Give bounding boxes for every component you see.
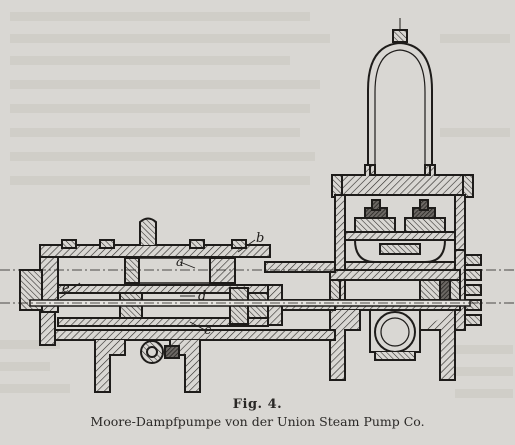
air-chamber [367,18,433,176]
label-a: a [176,255,184,270]
base-feet [94,340,201,393]
piston-rod [0,269,515,307]
figure-number: Fig. 4. [232,397,283,412]
figure-caption: Fig. 4. Moore-Dampfpumpe von der Union S… [0,396,515,430]
pump-drawing: a b c d e [0,18,515,393]
figure-title: Moore-Dampfpumpe von der Union Steam Pum… [90,414,425,429]
label-b: b [256,231,264,246]
label-c: c [204,323,212,338]
water-cylinder [279,269,461,381]
steam-cylinder [19,217,283,327]
label-e: e [62,281,70,296]
label-d: d [198,289,206,304]
leader-lines [59,239,256,331]
